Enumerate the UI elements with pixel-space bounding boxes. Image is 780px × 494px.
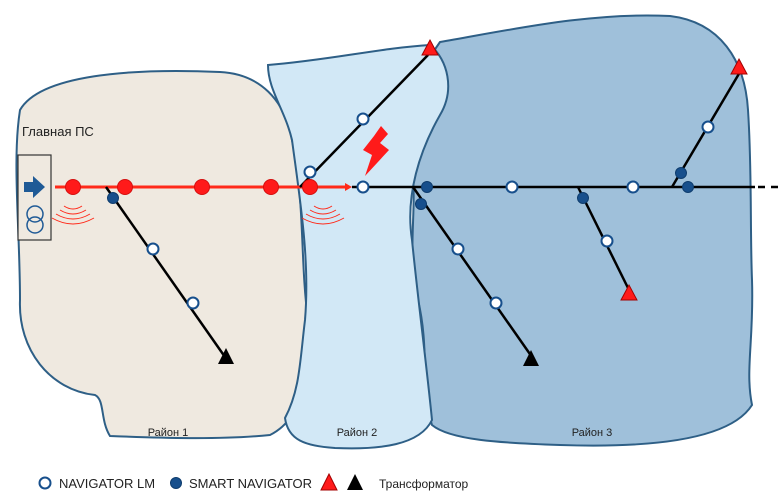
signal-waves-icon (51, 205, 95, 225)
branch-district-3-a (411, 186, 534, 358)
transformer-red (421, 38, 439, 56)
fault-indicator (117, 179, 133, 195)
legend: NAVIGATOR LM SMART NAVIGATOR Трансформат… (38, 472, 469, 491)
legend-navigator-lm-label: NAVIGATOR LM (59, 476, 155, 491)
fault-indicator (263, 179, 279, 195)
navigator-lm-indicator (701, 120, 715, 134)
smart-navigator-indicator (421, 181, 433, 193)
smart-navigator-indicator (415, 198, 427, 210)
fault-indicator (65, 179, 81, 195)
navigator-lm-indicator (600, 234, 614, 248)
navigator-lm-indicator (626, 180, 640, 194)
transformer-red (620, 283, 638, 301)
legend-smart-navigator-label: SMART NAVIGATOR (189, 476, 312, 491)
smart-navigator-indicator (682, 181, 694, 193)
main-substation-box (17, 154, 52, 241)
navigator-lm-indicator (146, 242, 160, 256)
legend-smart-navigator-icon (170, 477, 182, 489)
substation-label: Главная ПС (22, 124, 94, 139)
legend-transformer-label: Трансформатор (379, 477, 469, 491)
transformer-symbol-icon (26, 205, 44, 234)
legend-transformer-red-icon (320, 472, 338, 491)
transformer-red (730, 57, 748, 75)
fault-indicator (194, 179, 210, 195)
navigator-lm-indicator (451, 242, 465, 256)
transformer-black (523, 350, 539, 366)
district-1-label: Район 1 (148, 427, 189, 439)
arrow-right-icon (345, 183, 352, 191)
navigator-lm-indicator (505, 180, 519, 194)
branch-district-1 (104, 186, 227, 358)
district-1-area (15, 70, 310, 440)
transformer-black (218, 348, 234, 364)
signal-waves-icon (301, 205, 345, 225)
navigator-lm-indicator (303, 165, 317, 179)
legend-transformer-black-icon (347, 474, 363, 490)
district-3-label: Район 3 (572, 427, 613, 439)
district-2-area (266, 43, 450, 450)
fault-indicator (302, 179, 318, 195)
navigator-lm-indicator (356, 180, 370, 194)
navigator-lm-indicator (356, 112, 370, 126)
fault-indicators (65, 179, 318, 195)
navigator-lm-indicator (186, 296, 200, 310)
smart-navigator-indicator (577, 192, 589, 204)
smart-navigator-indicator (675, 167, 687, 179)
lightning-icon (363, 126, 389, 176)
district-3-area (408, 14, 754, 447)
navigator-lm-indicator (489, 296, 503, 310)
arrow-right-icon (24, 176, 45, 198)
smart-navigator-indicator (107, 192, 119, 204)
legend-navigator-lm-icon (38, 476, 52, 490)
district-2-label: Район 2 (337, 427, 378, 439)
navigator-lm-indicators (146, 112, 715, 310)
smart-navigator-indicators (107, 167, 694, 210)
